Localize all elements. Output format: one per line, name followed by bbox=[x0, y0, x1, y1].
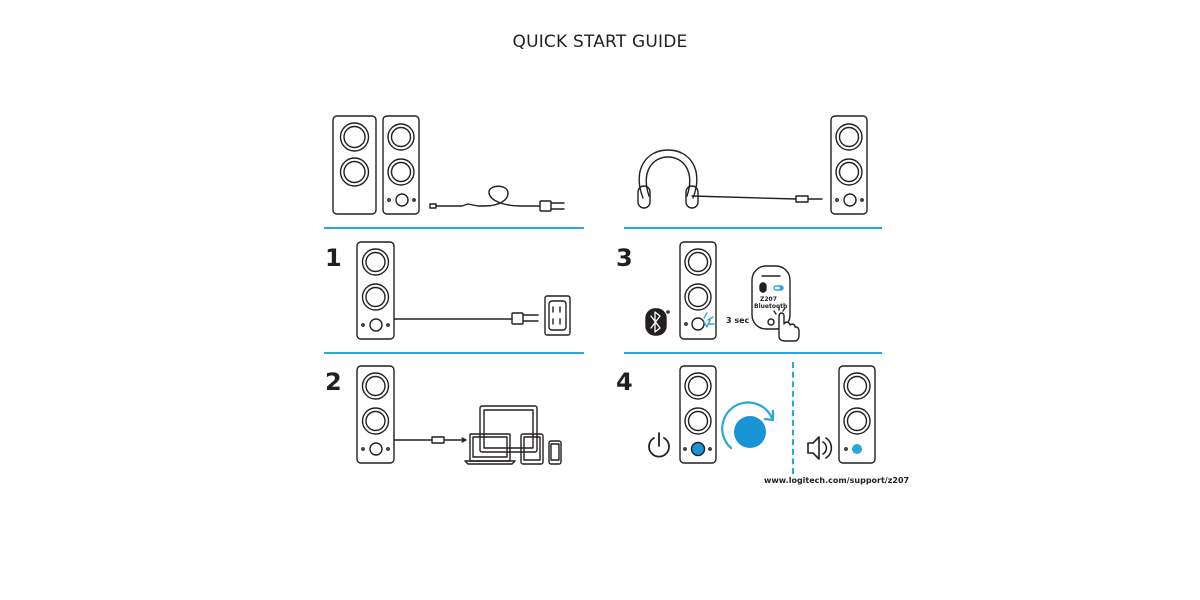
speaker-main bbox=[382, 115, 420, 215]
smartphone-icon bbox=[751, 265, 791, 330]
volume-knob-dial-icon bbox=[721, 401, 775, 450]
speaker-passive bbox=[332, 115, 377, 215]
divider-mid-right bbox=[624, 352, 882, 354]
step-number-1: 1 bbox=[325, 244, 342, 272]
finger-tap-icon bbox=[773, 306, 800, 342]
divider-step4-dashed bbox=[792, 362, 794, 474]
speaker-step4-volume bbox=[838, 365, 876, 464]
speaker-step4-power bbox=[679, 365, 717, 464]
speaker-step2 bbox=[356, 365, 395, 464]
support-url: www.logitech.com/support/z207 bbox=[764, 476, 910, 485]
power-cord-step1 bbox=[393, 312, 539, 325]
speaker-step3 bbox=[679, 241, 717, 340]
wall-outlet-icon bbox=[544, 295, 571, 336]
divider-top-right bbox=[624, 227, 882, 229]
divider-top-left bbox=[324, 227, 584, 229]
power-cable-icon bbox=[429, 185, 565, 212]
volume-icon bbox=[807, 436, 833, 460]
step-number-2: 2 bbox=[325, 368, 342, 396]
step-number-4: 4 bbox=[616, 368, 633, 396]
headphones-icon bbox=[637, 149, 823, 209]
bluetooth-badge-icon bbox=[645, 308, 670, 336]
bluetooth-press-indicator bbox=[703, 312, 715, 328]
divider-mid-left bbox=[324, 352, 584, 354]
speaker-step1 bbox=[356, 241, 395, 340]
phone-bluetooth-label: Bluetooth bbox=[754, 303, 788, 310]
audio-cable-step2 bbox=[393, 436, 467, 444]
speaker-main-headphone bbox=[830, 115, 868, 215]
step-number-3: 3 bbox=[616, 244, 633, 272]
devices-icon bbox=[464, 405, 562, 465]
power-icon bbox=[648, 432, 670, 458]
phone-model-label: Z207 bbox=[760, 296, 777, 303]
press-duration-label: 3 sec bbox=[726, 316, 750, 325]
page-title: QUICK START GUIDE bbox=[512, 32, 688, 52]
